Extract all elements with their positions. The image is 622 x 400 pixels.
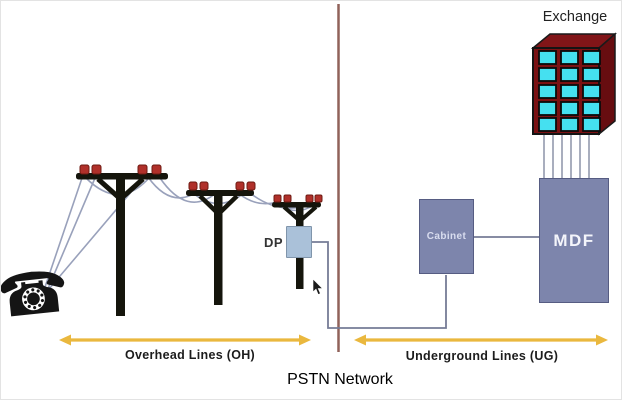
mouse-cursor-icon	[312, 278, 324, 295]
insulator-icon	[273, 194, 323, 203]
cabinet-label: Cabinet	[426, 231, 467, 242]
mdf-label: MDF	[553, 230, 595, 250]
utility-pole-2	[186, 181, 256, 305]
mdf-box: MDF	[539, 178, 609, 303]
exchange-building	[530, 32, 617, 136]
dp-label: DP	[263, 235, 283, 250]
exchange-label: Exchange	[542, 9, 608, 25]
exchange-mdf-cables	[543, 135, 590, 178]
overhead-lines-arrow	[59, 334, 311, 346]
overhead-lines-label: Overhead Lines (OH)	[124, 348, 256, 362]
underground-lines-arrow	[354, 334, 608, 346]
diagram-title: PSTN Network	[287, 371, 393, 388]
underground-cable-route	[312, 236, 539, 329]
dp-box	[286, 226, 312, 258]
insulator-icon	[79, 164, 162, 175]
rotary-phone-icon: ☎	[0, 256, 73, 332]
insulator-icon	[188, 181, 256, 191]
underground-lines-label: Underground Lines (UG)	[405, 349, 559, 363]
overhead-wires	[43, 176, 316, 292]
cabinet-box: Cabinet	[419, 199, 474, 274]
exchange-windows	[538, 50, 601, 132]
utility-pole-1	[76, 164, 168, 316]
